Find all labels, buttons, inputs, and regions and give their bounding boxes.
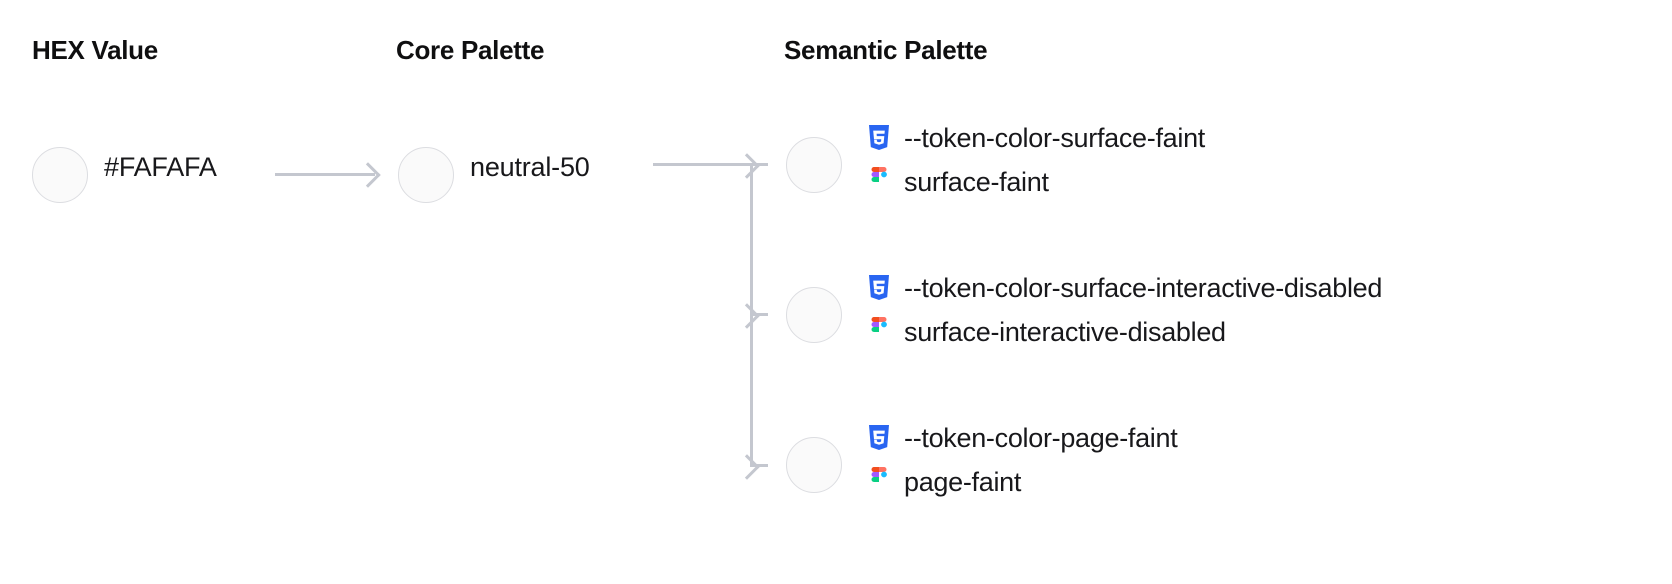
column-header-hex-value: HEX Value (32, 35, 158, 65)
css-token-label: --token-color-page-faint (904, 422, 1178, 453)
semantic-color-swatch (786, 137, 842, 193)
hex-color-swatch (32, 147, 88, 203)
css3-icon (866, 423, 892, 453)
core-palette-label: neutral-50 (470, 152, 590, 182)
figma-token-line: surface-interactive-disabled (866, 310, 1382, 354)
token-group: --token-color-surface-interactive-disabl… (866, 266, 1382, 354)
column-header-core-palette: Core Palette (396, 35, 545, 65)
column-header-semantic-palette: Semantic Palette (784, 35, 988, 65)
token-group: --token-color-surface-faint surface-fain… (866, 116, 1205, 204)
figma-token-label: page-faint (904, 466, 1022, 497)
css-token-label: --token-color-surface-faint (904, 122, 1206, 153)
css-token-line: --token-color-surface-faint (866, 116, 1205, 160)
figma-icon (866, 467, 892, 497)
css-token-line: --token-color-page-faint (866, 416, 1178, 460)
semantic-color-swatch (786, 287, 842, 343)
css3-icon (866, 273, 892, 303)
semantic-color-swatch (786, 437, 842, 493)
css3-icon (866, 123, 892, 153)
css-token-line: --token-color-surface-interactive-disabl… (866, 266, 1382, 310)
figma-icon (866, 317, 892, 347)
figma-token-line: page-faint (866, 460, 1177, 504)
css-token-label: --token-color-surface-interactive-disabl… (904, 272, 1383, 303)
figma-token-label: surface-interactive-disabled (904, 316, 1226, 347)
figma-token-label: surface-faint (904, 166, 1049, 197)
core-color-swatch (398, 147, 454, 203)
token-group: --token-color-page-faint page-faint (866, 416, 1178, 504)
hex-value-label: #FAFAFA (104, 152, 217, 182)
figma-token-line: surface-faint (866, 160, 1205, 204)
figma-icon (866, 167, 892, 197)
